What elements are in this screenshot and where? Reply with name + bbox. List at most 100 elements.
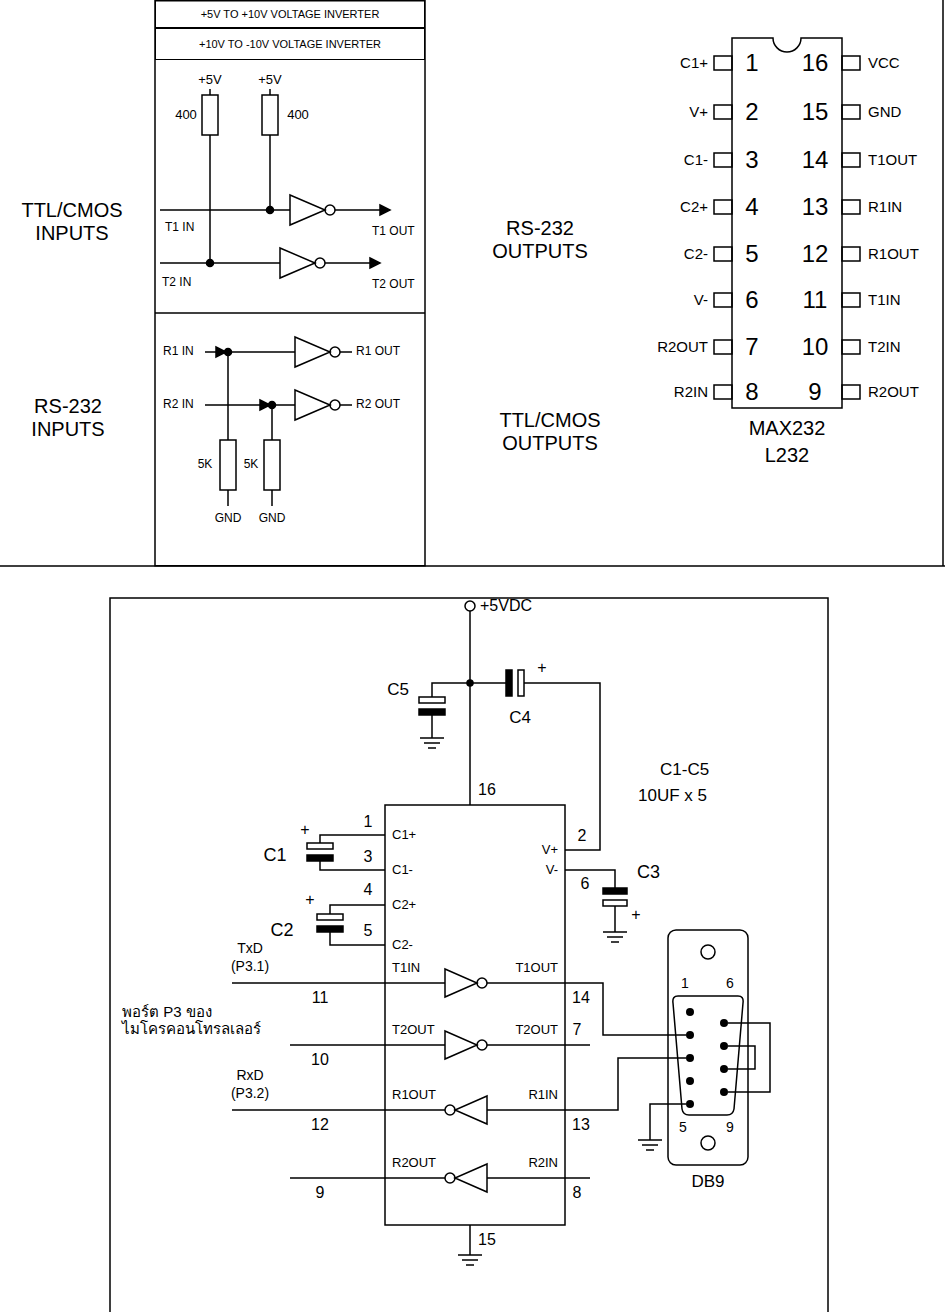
text-label: GND — [868, 103, 901, 120]
wire — [650, 1023, 770, 1140]
pin-number: 6 — [745, 286, 758, 314]
resistor-symbol — [262, 95, 278, 135]
capacitor-plate — [307, 843, 333, 849]
text-label: C2+ — [392, 898, 416, 913]
text-label: 5K — [198, 458, 213, 472]
capacitor-plate — [603, 888, 627, 894]
text-label: R1OUT — [392, 1088, 436, 1103]
text-label: R1 IN — [163, 345, 194, 359]
text-label: V+ — [689, 103, 708, 120]
text-label: T1IN — [392, 961, 420, 976]
connector-pin — [686, 1054, 694, 1062]
text-label: R2OUT — [392, 1156, 436, 1171]
pin-number: 9 — [808, 378, 821, 406]
text-label: V+ — [542, 843, 558, 858]
band-box: +5V TO +10V VOLTAGE INVERTER — [155, 0, 425, 28]
pin-number: 1 — [745, 49, 758, 77]
connector-pin — [720, 1088, 728, 1096]
text-label: R2IN — [674, 383, 708, 400]
text-label: (P3.1) — [231, 958, 269, 974]
capacitor-plate — [419, 709, 445, 715]
chip-pin — [842, 56, 860, 399]
pin-number: 400 — [287, 108, 309, 123]
text-label: T1OUT — [868, 151, 917, 168]
connector-pin — [720, 1065, 728, 1073]
text-label: R2IN — [528, 1156, 558, 1171]
capacitor-plate — [603, 900, 627, 906]
capacitor-plate — [317, 926, 343, 932]
pin-number: 13 — [572, 1116, 590, 1134]
chip-pin — [714, 56, 732, 399]
text-label: C3 — [637, 862, 660, 883]
text-label: C1- — [684, 151, 708, 168]
pin-number: 4 — [364, 881, 373, 899]
pin-number: 10 — [802, 333, 829, 361]
text-label: C1+ — [392, 828, 416, 843]
text-label: L232 — [765, 444, 810, 467]
ground-symbol — [420, 738, 662, 1265]
text-label: + — [631, 906, 640, 924]
band-text: +10V TO -10V VOLTAGE INVERTER — [199, 38, 381, 50]
text-label: C1 — [263, 845, 286, 866]
text-label: R1IN — [868, 198, 902, 215]
connector-shell — [668, 930, 748, 1165]
text-label: +5V — [258, 73, 282, 88]
junction-dot — [467, 680, 473, 686]
pin-number: 14 — [802, 146, 829, 174]
text-label: T2IN — [868, 338, 901, 355]
pin-number: 7 — [573, 1021, 582, 1039]
power-terminal — [465, 601, 475, 611]
pin-number: 1 — [681, 975, 689, 991]
text-label: TxD — [237, 940, 263, 956]
connector-pin — [720, 1019, 728, 1027]
text-label: RS-232 INPUTS — [6, 395, 131, 441]
pin-number: 3 — [364, 848, 373, 866]
pin-number: 11 — [803, 286, 828, 314]
text-label: RS-232 OUTPUTS — [470, 217, 610, 263]
pin-number: 1 — [364, 813, 373, 831]
inverter-bubble — [325, 205, 335, 215]
connector-pin — [686, 1077, 694, 1085]
connector-pins — [686, 1008, 728, 1108]
text-label: + — [537, 659, 546, 677]
pin-number: 12 — [311, 1116, 329, 1134]
junction-dot — [269, 402, 276, 409]
pin-number: 10 — [311, 1051, 329, 1069]
wire — [432, 611, 600, 850]
text-label: (P3.2) — [231, 1085, 269, 1101]
text-label: + — [300, 821, 309, 839]
text-label: GND — [259, 512, 286, 526]
connector-face — [673, 996, 743, 1115]
pin-number: 8 — [573, 1184, 582, 1202]
block-outline — [155, 1, 425, 566]
junction-dot — [267, 207, 274, 214]
pin-number: 400 — [175, 108, 197, 123]
inverter-bubble — [445, 1173, 455, 1183]
text-label: C2- — [392, 938, 413, 953]
junction-dot — [225, 349, 232, 356]
capacitor-plate — [317, 914, 343, 920]
text-label: T2 OUT — [372, 278, 415, 292]
text-label: R2OUT — [657, 338, 708, 355]
chip-body — [732, 38, 842, 408]
pin-number: 9 — [316, 1184, 325, 1202]
pin-number: 9 — [726, 1119, 734, 1135]
text-label: T1OUT — [515, 961, 558, 976]
text-label: 10UF x 5 — [638, 786, 707, 806]
resistor-symbol — [202, 95, 218, 135]
pin-number: 5 — [745, 240, 758, 268]
text-label: C4 — [509, 708, 531, 728]
text-label: พอร์ต P3 ของ ไมโครคอนโทรลเลอร์ — [122, 1003, 292, 1038]
inverter-bubble — [477, 1040, 487, 1050]
text-label: MAX232 — [749, 417, 826, 440]
text-label: R1IN — [528, 1088, 558, 1103]
inverter-symbol — [295, 337, 330, 420]
mounting-hole — [701, 945, 715, 959]
text-label: +5V — [198, 73, 222, 88]
text-label: C2- — [684, 245, 708, 262]
text-label: C2+ — [680, 198, 708, 215]
frame-outline — [110, 598, 828, 1312]
resistor-symbol — [220, 440, 236, 490]
pin-number: 11 — [312, 989, 329, 1007]
text-label: T1 IN — [165, 221, 194, 235]
